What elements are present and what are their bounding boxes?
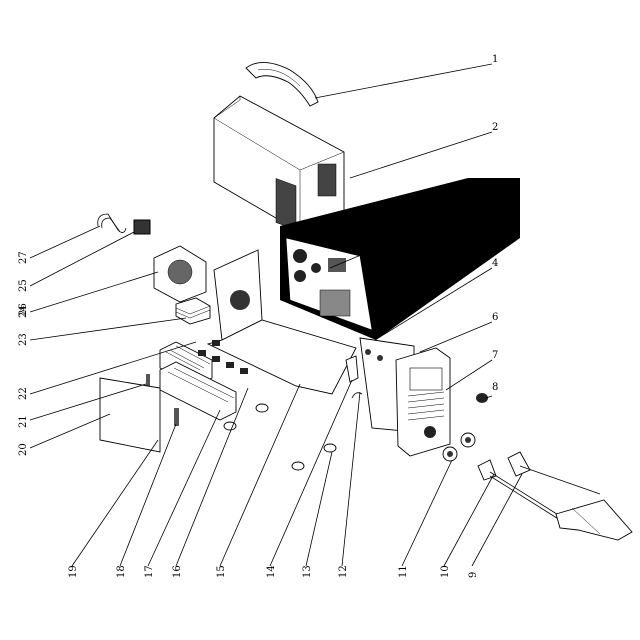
callout-16: 16 — [172, 565, 183, 578]
part-feet — [223, 403, 337, 471]
part-chassis-base — [206, 249, 357, 395]
part-switch — [133, 219, 151, 235]
part-clip — [351, 392, 363, 399]
part-knob — [476, 393, 488, 403]
part-pcb-assembly — [280, 178, 520, 340]
callout-14: 14 — [266, 565, 277, 578]
part-post-right — [174, 408, 179, 426]
leader-lines — [29, 63, 523, 567]
callout-24: 24 — [18, 305, 29, 318]
callout-17: 17 — [144, 565, 155, 578]
callout-26: 26 — [18, 303, 29, 316]
part-bracket — [345, 355, 359, 383]
callout-27: 27 — [18, 251, 29, 264]
part-cable-plug — [477, 459, 561, 521]
callout-11: 11 — [398, 565, 409, 578]
callout-4: 4 — [492, 258, 498, 269]
callout-6: 6 — [492, 312, 498, 323]
part-front-panel — [395, 347, 451, 457]
callout-8: 8 — [492, 382, 498, 393]
callout-20: 20 — [18, 443, 29, 456]
part-cooling-fan — [153, 245, 207, 303]
part-power-cable — [97, 213, 127, 233]
callout-23: 23 — [18, 333, 29, 346]
callout-18: 18 — [116, 565, 127, 578]
callout-9: 9 — [468, 572, 479, 578]
callout-22: 22 — [18, 387, 29, 400]
callout-13: 13 — [302, 565, 313, 578]
callout-21: 21 — [18, 415, 29, 428]
callout-12: 12 — [338, 565, 349, 578]
callout-labels: 1 2 3 4 6 7 8 9 10 11 12 13 14 15 16 17 … — [18, 54, 498, 578]
callout-2: 2 — [492, 122, 498, 133]
part-dinse-sockets — [442, 432, 476, 462]
part-igbt-row — [198, 340, 248, 374]
part-top-cover — [213, 95, 345, 233]
callout-7: 7 — [492, 350, 498, 361]
part-insulation-sheet — [99, 377, 161, 453]
callout-3: 3 — [492, 190, 498, 201]
callout-1: 1 — [492, 54, 498, 65]
callout-19: 19 — [68, 565, 79, 578]
part-rectifier-block — [175, 297, 211, 325]
callout-15: 15 — [216, 565, 227, 578]
callout-25: 25 — [18, 279, 29, 292]
part-handle — [245, 62, 319, 107]
part-earth-clamp — [507, 451, 633, 541]
callout-10: 10 — [440, 565, 451, 578]
